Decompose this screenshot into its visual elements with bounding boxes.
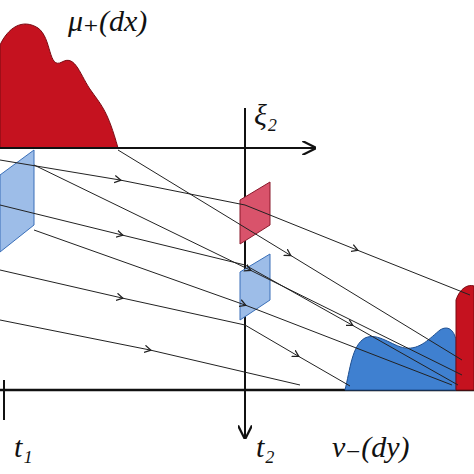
math-label: ν₋(dy) [330,432,411,462]
target-density [345,328,456,390]
math-label: t₁ [12,432,35,462]
math-label: μ₊(dx) [66,6,149,36]
target-density [456,286,474,390]
source-density [0,24,118,148]
math-label: ξ₂ [252,100,279,130]
blue-slab [240,254,270,320]
math-label: t₂ [254,432,277,462]
x-axis [0,147,315,149]
transport-lines [0,150,470,386]
time-slice [3,380,5,420]
